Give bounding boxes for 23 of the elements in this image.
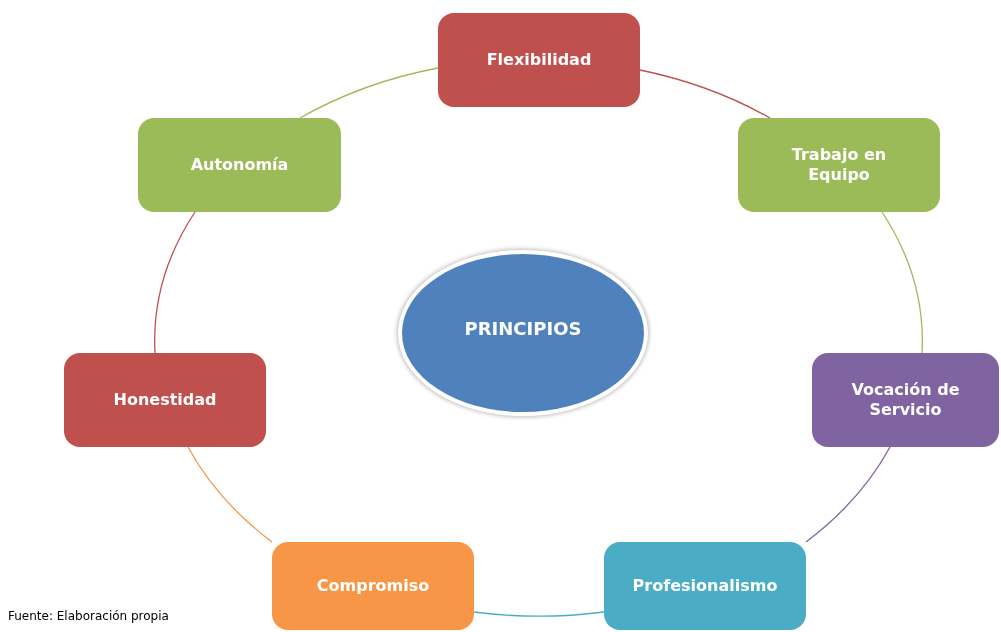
connector-arc	[187, 446, 273, 543]
node-label: Autonomía	[190, 155, 289, 175]
principle-box	[812, 353, 999, 447]
principle-box	[738, 118, 940, 212]
principle-box	[138, 118, 341, 212]
principle-box	[272, 542, 474, 630]
node-label: Profesionalismo	[632, 576, 778, 596]
node-label: Trabajo en Equipo	[790, 145, 888, 185]
node-label: Vocación de Servicio	[850, 380, 961, 420]
connector-arc	[154, 211, 196, 354]
node-label: Honestidad	[113, 390, 217, 410]
principle-box	[438, 13, 640, 107]
connector-arc	[881, 211, 923, 354]
node-label: Flexibilidad	[486, 50, 592, 70]
connector-arc	[299, 67, 439, 119]
node-label: PRINCIPIOS	[464, 318, 582, 341]
connector-arc	[639, 69, 771, 119]
connector-arc	[473, 611, 605, 617]
connector-arc	[805, 446, 891, 543]
principle-box	[604, 542, 806, 630]
principle-box	[64, 353, 266, 447]
source-caption: Fuente: Elaboración propia	[8, 609, 169, 623]
node-label: Compromiso	[316, 576, 430, 596]
